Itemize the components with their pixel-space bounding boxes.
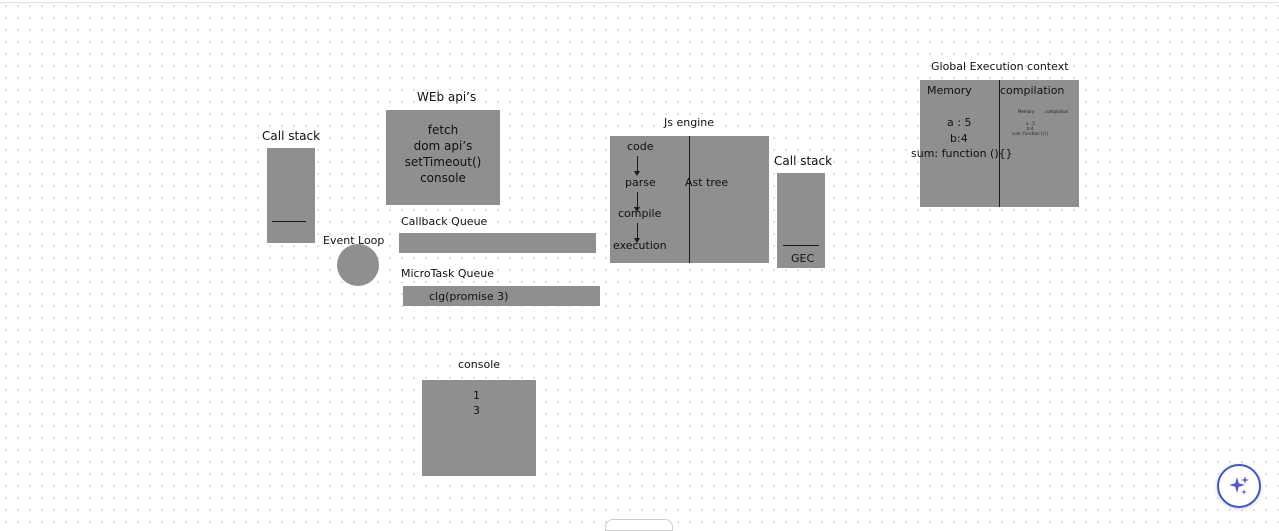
call-stack-right-title: Call stack [774, 154, 833, 168]
js-engine-box[interactable]: code parse compile execution Ast tree [610, 136, 769, 263]
mini-var: sum: function (){} [1012, 131, 1049, 136]
gec-title: Global Execution context [931, 60, 1069, 73]
mini-var: b:4 [1027, 126, 1034, 131]
gec-var: sum: function (){} [911, 147, 1013, 160]
js-engine-step-code: code [627, 140, 654, 153]
gec-compilation-label: compilation [1000, 84, 1065, 97]
gec-var: b:4 [950, 132, 968, 145]
web-api-item: setTimeout() [404, 155, 482, 169]
mini-var: a : 5 [1026, 121, 1035, 126]
mini-memory-label: Memory [1018, 109, 1035, 114]
js-engine-step-parse: parse [625, 176, 656, 189]
event-loop-circle[interactable] [337, 244, 379, 286]
call-stack-left-divider [272, 221, 306, 222]
web-api-item: fetch [427, 123, 459, 137]
call-stack-left-box[interactable] [267, 148, 315, 243]
js-engine-step-compile: compile [618, 207, 662, 220]
gec-divider [999, 80, 1000, 207]
web-api-item: dom api’s [413, 139, 473, 153]
call-stack-left-title: Call stack [262, 129, 321, 143]
web-api-item: console [420, 171, 466, 185]
console-title: console [458, 358, 501, 371]
console-box[interactable]: 1 3 [422, 380, 536, 476]
arrow-down-icon [634, 223, 640, 243]
event-loop-title: Event Loop [323, 234, 385, 247]
microtask-queue-box[interactable]: clg(promise 3) [403, 286, 600, 306]
gec-var: a : 5 [947, 116, 972, 129]
ast-tree-label: Ast tree [685, 176, 729, 189]
callback-queue-box[interactable] [399, 233, 596, 253]
callback-queue-title: Callback Queue [401, 215, 488, 228]
gec-box[interactable]: Memory compilation Memory compilation a … [920, 80, 1079, 207]
sparkle-icon [1229, 476, 1249, 495]
call-stack-right-divider [783, 245, 819, 246]
microtask-item: clg(promise 3) [429, 290, 509, 303]
console-line: 1 [473, 389, 480, 402]
arrow-down-icon [634, 192, 640, 212]
microtask-queue-title: MicroTask Queue [401, 267, 494, 280]
gec-memory-label: Memory [927, 84, 972, 97]
console-line: 3 [473, 404, 480, 417]
top-border [0, 2, 1279, 3]
bottom-page-tab[interactable] [605, 519, 673, 531]
call-stack-right-box[interactable]: GEC [777, 173, 825, 268]
js-engine-step-execution: execution [613, 239, 667, 252]
web-apis-title: WEb api’s [417, 90, 477, 104]
ai-assistant-button[interactable] [1217, 464, 1261, 508]
js-engine-title: Js engine [664, 116, 714, 129]
arrow-down-icon [634, 156, 640, 176]
mini-compilation-label: compilation [1045, 109, 1069, 114]
web-apis-box[interactable]: fetch dom api’s setTimeout() console [386, 110, 500, 205]
js-engine-divider [689, 136, 690, 263]
gec-frame: GEC [791, 252, 815, 265]
